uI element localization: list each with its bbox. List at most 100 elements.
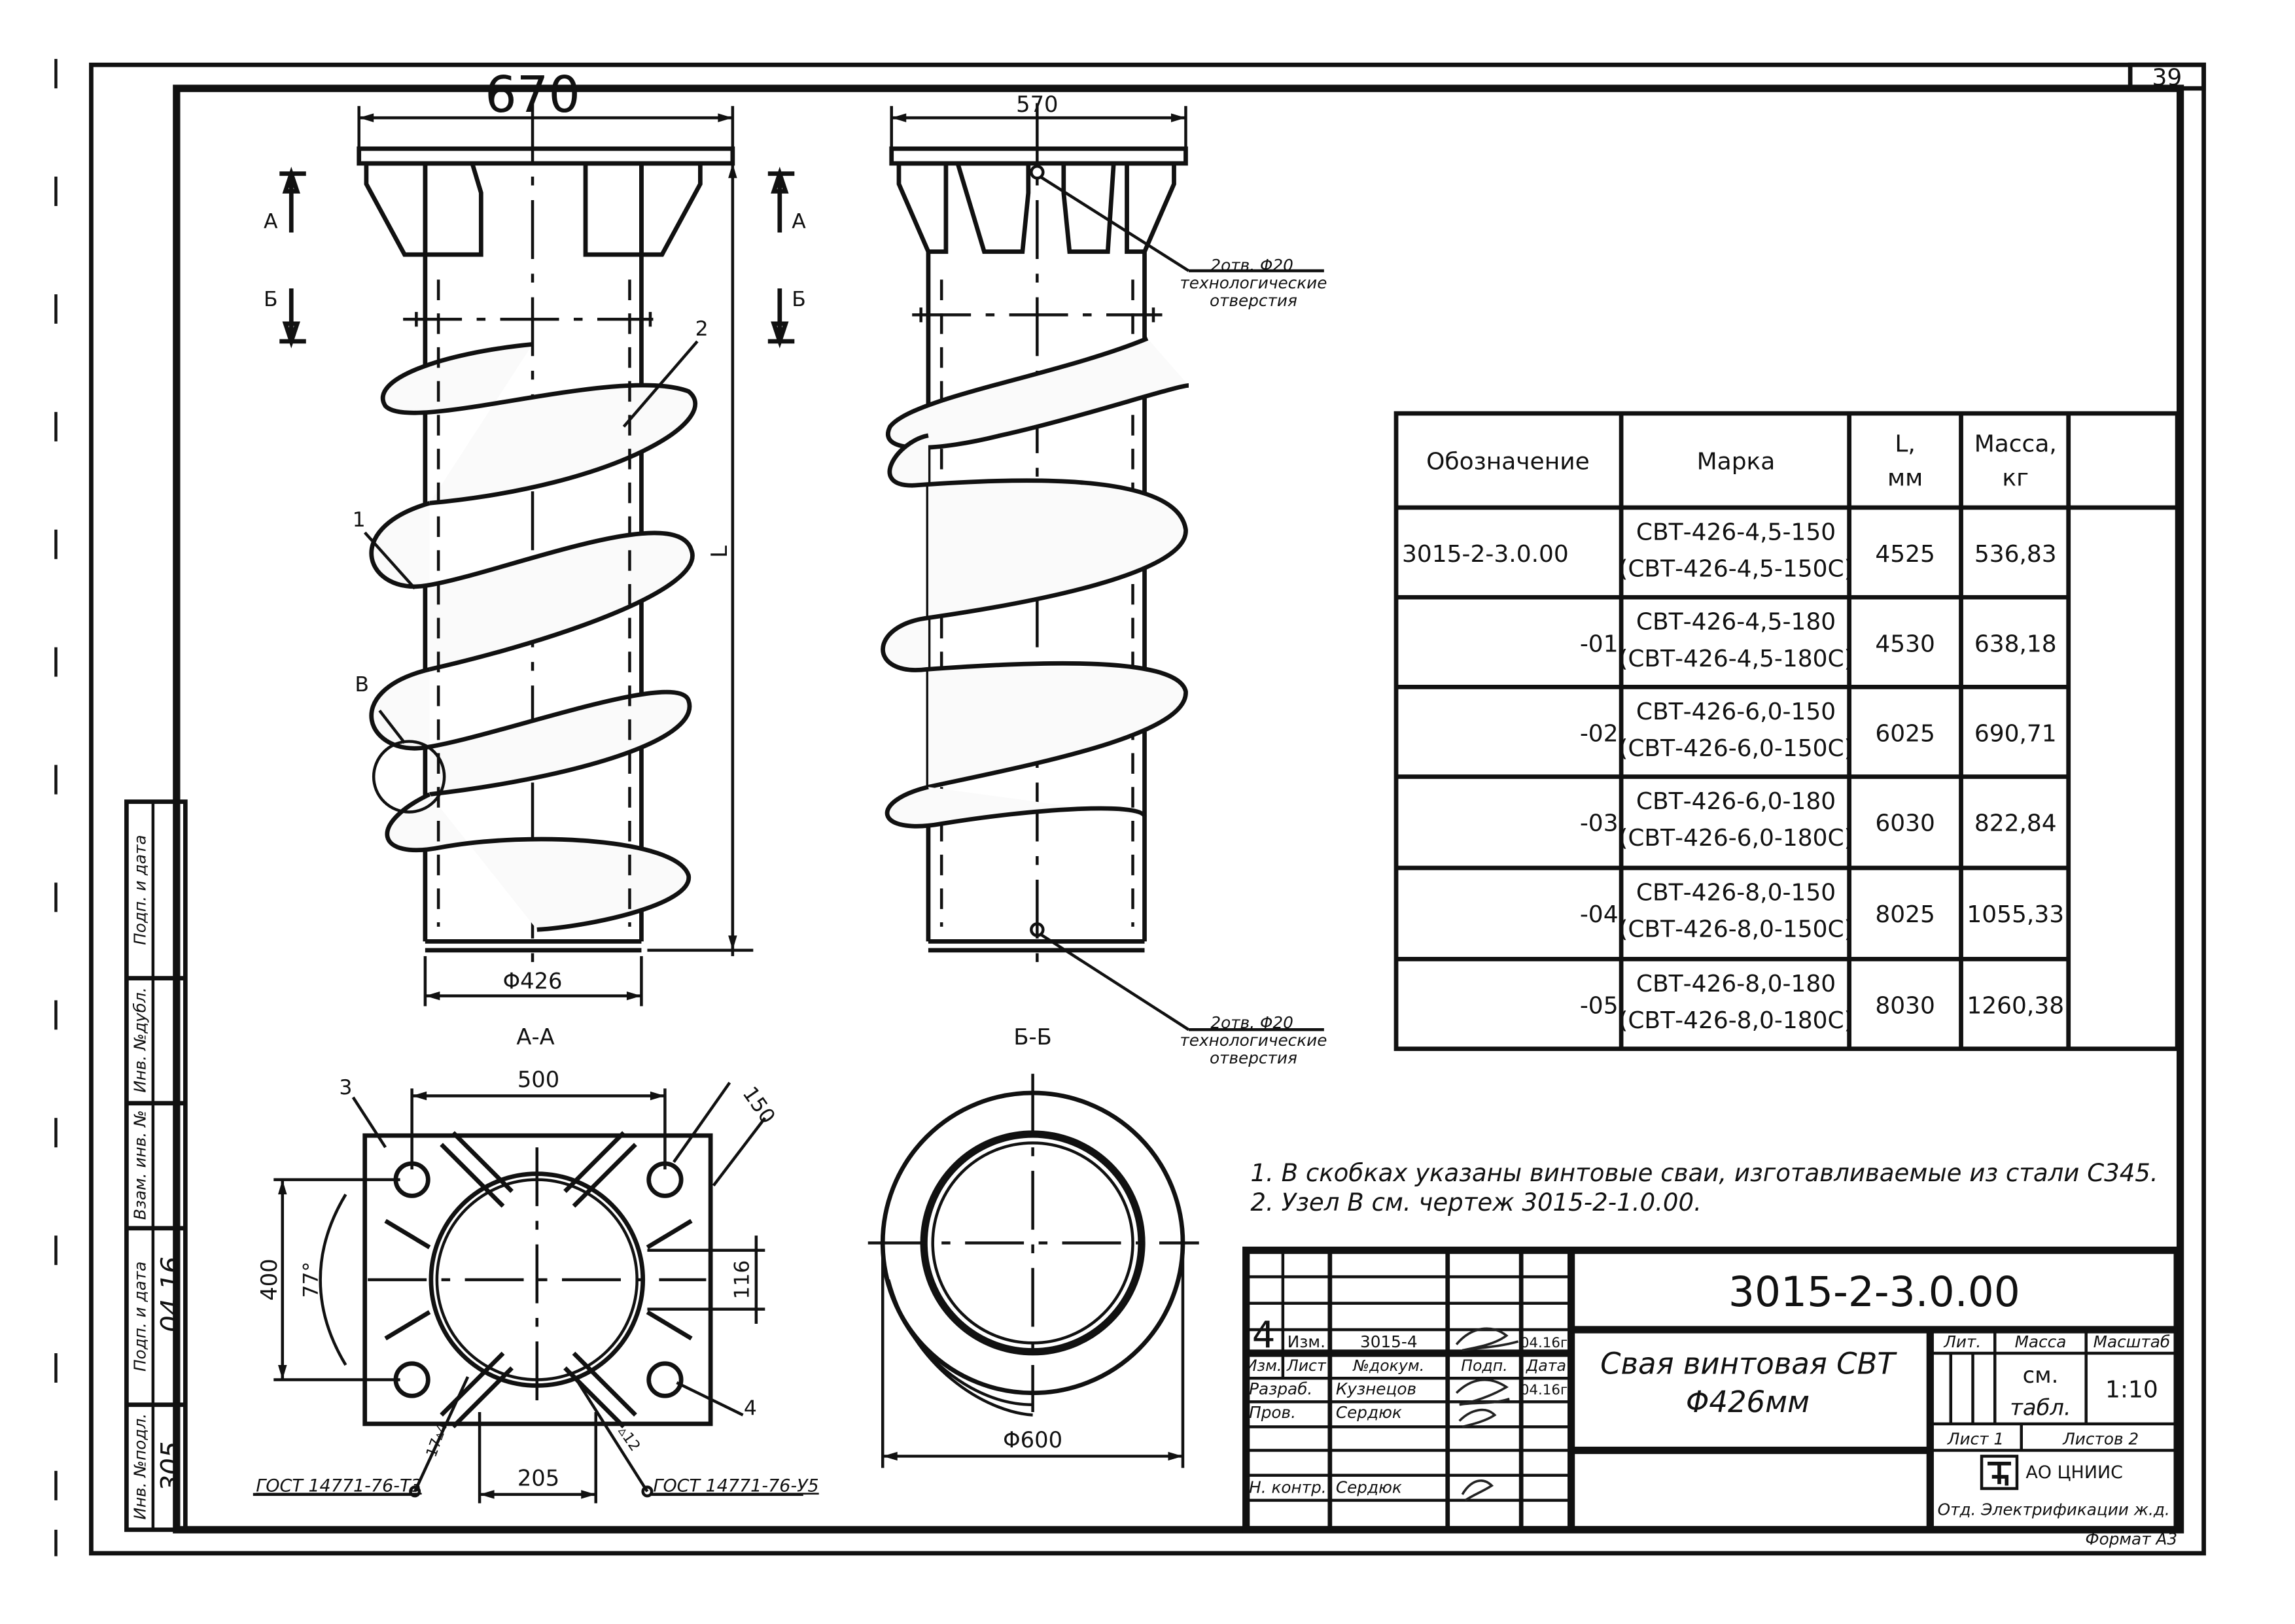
table-cell: 638,18	[1974, 631, 2057, 657]
holes-top-line3: отверстия	[1210, 291, 1297, 310]
callout-1: 1	[353, 508, 366, 532]
tb-rev-label: Изм.	[1288, 1332, 1325, 1351]
dim-116: 116	[731, 1260, 754, 1300]
holes-bottom-line3: отверстия	[1210, 1048, 1297, 1067]
table-cell: СВТ-426-4,5-180	[1636, 609, 1836, 636]
stamp-label-dup: Инв. №дубл.	[131, 987, 150, 1092]
table-cell: 6030	[1875, 810, 1935, 837]
table-cell: СВТ-426-8,0-180	[1636, 971, 1836, 997]
tb-scale-value: 1:10	[2105, 1376, 2158, 1403]
tb-date-dev: 04.16г.	[1520, 1382, 1572, 1398]
th-mass-unit: кг	[2002, 464, 2029, 491]
th-length-unit: мм	[1887, 464, 1923, 491]
org-logo	[1980, 1455, 2019, 1491]
table-cell: -01	[1580, 631, 1619, 657]
tb-rev-date: 04.16г.	[1520, 1335, 1572, 1351]
tb-col-doc: №докум.	[1352, 1356, 1424, 1375]
table-cell: 8025	[1875, 901, 1935, 928]
th-mark: Марка	[1697, 449, 1776, 475]
table-cell: (СВТ-426-4,5-180С)	[1619, 646, 1853, 672]
signature	[1455, 1378, 1510, 1406]
stamp-label-sign1: Подп. и дата	[131, 835, 150, 944]
tb-mass-value2: табл.	[2010, 1394, 2071, 1420]
table-cell: 1055,33	[1967, 901, 2064, 928]
table-cell: 690,71	[1974, 721, 2057, 748]
tb-sheet-label: Лист 1	[1947, 1429, 2004, 1448]
table-cell: (СВТ-426-4,5-150С)	[1619, 556, 1853, 583]
stamp-label-sign2: Подп. и дата	[131, 1262, 150, 1372]
right-elevation: 570 2отв. Φ20 технологические отверстия …	[881, 92, 1327, 1067]
tb-org-dept: Отд. Электрификации ж.д.	[1938, 1500, 2170, 1519]
gost-right: ГОСТ 14771-76-У5	[653, 1476, 818, 1496]
holes-top-line2: технологические	[1180, 273, 1327, 292]
section-bb-title: Б-Б	[1013, 1024, 1051, 1050]
tb-col-date: Дата	[1526, 1356, 1566, 1375]
table-cell: СВТ-426-6,0-180	[1636, 788, 1836, 815]
inner-frame	[173, 84, 2184, 1534]
table-cell: СВТ-426-6,0-150	[1636, 699, 1836, 725]
section-bb: Б-Б Φ600	[867, 1024, 1199, 1468]
table-cell: 536,83	[1974, 541, 2057, 568]
tb-lit-label: Лит.	[1943, 1332, 1981, 1351]
tb-rev-no: 4	[1252, 1314, 1276, 1356]
weld-mark-1: 17▵4	[423, 1421, 451, 1460]
callout-node-b: В	[355, 673, 369, 697]
table-cell: -04	[1580, 901, 1619, 928]
dim-length: L	[707, 545, 732, 558]
section-mark-a-left: А	[264, 210, 278, 233]
th-mass: Масса,	[1974, 431, 2057, 458]
tb-role-norm: Н. контр.	[1249, 1478, 1326, 1497]
tb-col-sign: Подп.	[1461, 1356, 1507, 1375]
tb-col-izm: Изм.	[1246, 1356, 1282, 1375]
spec-table: Обозначение Марка L, мм Масса, кг 3015-2…	[1393, 411, 2180, 1051]
holes-bottom-line1: 2отв. Φ20	[1210, 1013, 1293, 1032]
table-cell: СВТ-426-4,5-150	[1636, 519, 1836, 545]
dim-205: 205	[517, 1465, 559, 1491]
tb-name-norm: Сердюк	[1336, 1478, 1402, 1497]
table-cell: (СВТ-426-6,0-150С)	[1619, 735, 1853, 762]
table-cell: (СВТ-426-6,0-180С)	[1619, 825, 1853, 852]
callout-2: 2	[695, 317, 709, 341]
tb-name-line2: Φ426мм	[1686, 1385, 1810, 1419]
tb-name-check: Сердюк	[1336, 1403, 1402, 1422]
tb-col-list: Лист	[1286, 1356, 1327, 1375]
table-cell: (СВТ-426-8,0-150С)	[1619, 916, 1853, 943]
tb-name-dev: Кузнецов	[1336, 1379, 1416, 1398]
page-number: 39	[2152, 65, 2182, 92]
callout-4: 4	[744, 1396, 757, 1420]
holes-bottom-line2: технологические	[1180, 1031, 1327, 1050]
table-cell: 4530	[1875, 631, 1935, 657]
angle-77: 77°	[300, 1262, 323, 1298]
tb-scale-label: Масштаб	[2094, 1332, 2170, 1351]
note-1: 1. В скобках указаны винтовые сваи, изго…	[1250, 1159, 2158, 1187]
table-cell: 8030	[1875, 993, 1935, 1020]
table-cell: 1260,38	[1967, 993, 2064, 1020]
section-aa: А-А 500 150 400 77°	[253, 1024, 819, 1504]
tb-name-line1: Свая винтовая СВТ	[1600, 1347, 1897, 1381]
tb-doc-code: 3015-2-3.0.00	[1728, 1268, 2020, 1316]
stamp-handwritten-inv: 305	[154, 1442, 186, 1492]
dim-150: 150	[738, 1082, 780, 1128]
signature	[1455, 1327, 1519, 1352]
signature	[1458, 1408, 1497, 1428]
tb-sheets-label: Листов 2	[2062, 1429, 2139, 1448]
left-elevation: 670 В 1 2 L	[264, 66, 806, 1007]
stamp-handwritten-date: 04.16	[154, 1256, 186, 1332]
stamp-label-orig: Инв. №подл.	[131, 1413, 150, 1520]
table-cell: 822,84	[1974, 810, 2057, 837]
side-stamp: Подп. и дата Инв. №дубл. Взам. инв. № По…	[124, 799, 188, 1532]
table-cell: -05	[1580, 993, 1619, 1020]
dim-diameter-426: Φ426	[503, 968, 563, 993]
stamp-label-replace: Взам. инв. №	[131, 1110, 150, 1220]
tb-org-name: АО ЦНИИС	[2025, 1462, 2123, 1483]
section-mark-a-right: А	[792, 210, 806, 233]
dim-diameter-600: Φ600	[1003, 1427, 1062, 1453]
tb-role-check: Пров.	[1249, 1403, 1296, 1422]
section-aa-title: А-А	[516, 1024, 554, 1050]
table-cell: (СВТ-426-8,0-180С)	[1619, 1007, 1853, 1034]
th-length: L,	[1895, 431, 1915, 458]
table-cell: 4525	[1875, 541, 1935, 568]
notes: 1. В скобках указаны винтовые сваи, изго…	[1250, 1159, 2158, 1217]
th-designation: Обозначение	[1426, 449, 1590, 475]
